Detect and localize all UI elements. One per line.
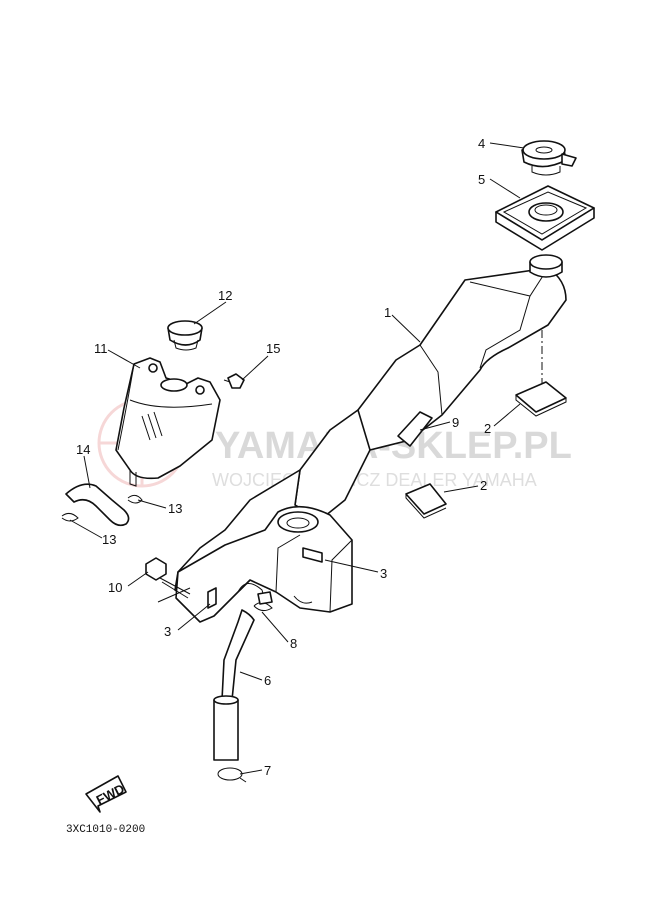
hose-clip-part-13b bbox=[61, 512, 79, 522]
damper-pad-part-2b bbox=[405, 483, 447, 519]
callout-13a: 13 bbox=[168, 501, 182, 516]
fwd-label: FWD bbox=[94, 781, 127, 808]
diagram-code: 3XC1010-0200 bbox=[66, 824, 145, 836]
callout-9: 9 bbox=[452, 415, 459, 430]
callout-5: 5 bbox=[478, 172, 485, 187]
callout-10: 10 bbox=[108, 580, 122, 595]
bolt-part-10 bbox=[145, 557, 191, 603]
fuel-hose-part-6 bbox=[213, 609, 255, 761]
callout-14: 14 bbox=[76, 442, 90, 457]
callout-3a: 3 bbox=[380, 566, 387, 581]
callout-3b: 3 bbox=[164, 624, 171, 639]
fuel-tank-part-1 bbox=[174, 254, 567, 623]
clip-part-7 bbox=[217, 767, 247, 783]
cap-seat-part-5 bbox=[495, 185, 595, 251]
callout-1: 1 bbox=[384, 305, 391, 320]
forward-arrow-icon: FWD bbox=[85, 775, 127, 813]
callout-8: 8 bbox=[290, 636, 297, 651]
damper-pad-part-2a bbox=[515, 381, 567, 417]
clip-part-8 bbox=[253, 591, 273, 612]
hose-clip-part-13a bbox=[127, 494, 143, 504]
callout-7: 7 bbox=[264, 763, 271, 778]
callout-12: 12 bbox=[218, 288, 232, 303]
callout-2a: 2 bbox=[484, 421, 491, 436]
sub-tank-cap-part-12 bbox=[167, 320, 203, 351]
callout-4: 4 bbox=[478, 136, 485, 151]
callout-11: 11 bbox=[94, 341, 108, 356]
watermark-subtitle: WOJCIECH ŁAWICZ DEALER YAMAHA bbox=[212, 470, 537, 490]
bolt-part-15 bbox=[223, 373, 245, 389]
callout-2b: 2 bbox=[480, 478, 487, 493]
leader-lines bbox=[69, 142, 525, 775]
fuel-cap-part-4 bbox=[521, 140, 577, 176]
callout-13b: 13 bbox=[102, 532, 116, 547]
callout-6: 6 bbox=[264, 673, 271, 688]
hose-part-14 bbox=[65, 483, 130, 527]
sub-tank-part-11 bbox=[115, 357, 221, 487]
callout-15: 15 bbox=[266, 341, 280, 356]
